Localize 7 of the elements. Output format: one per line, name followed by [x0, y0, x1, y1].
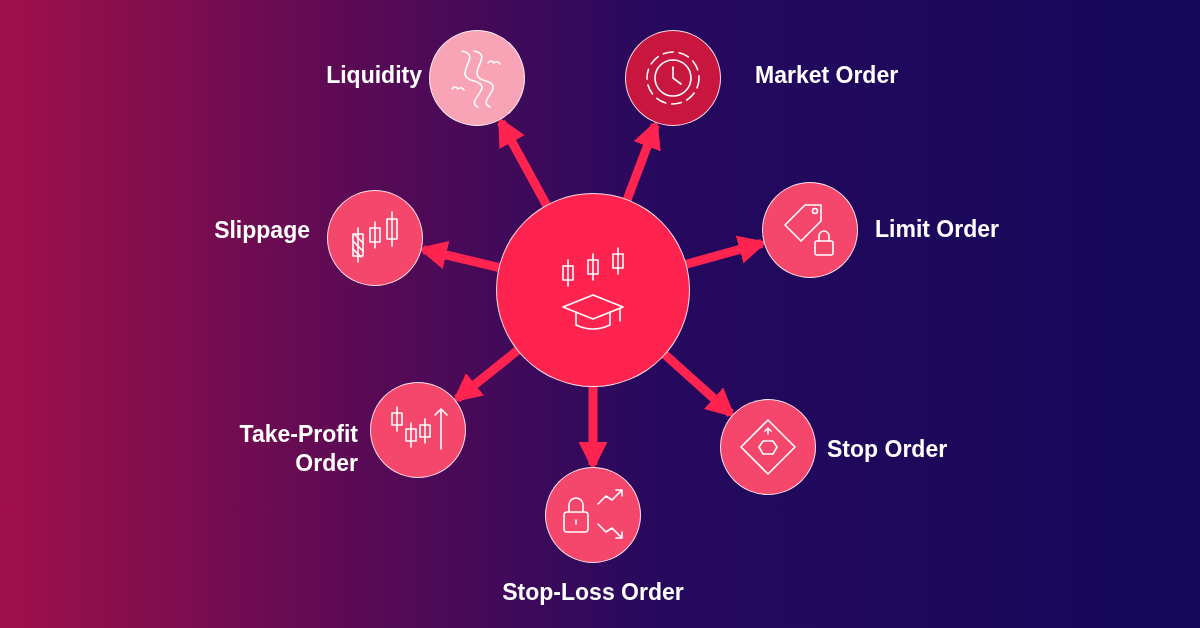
topic-label: Stop-Loss Order: [501, 578, 685, 607]
topic-label: Liquidity: [326, 61, 422, 90]
topic-label: Take-Profit Order: [238, 420, 358, 478]
topic-label: Stop Order: [827, 435, 948, 464]
topic-label: Slippage: [214, 216, 310, 245]
topic-label: Market Order: [755, 61, 899, 90]
topic-label: Limit Order: [875, 215, 999, 244]
